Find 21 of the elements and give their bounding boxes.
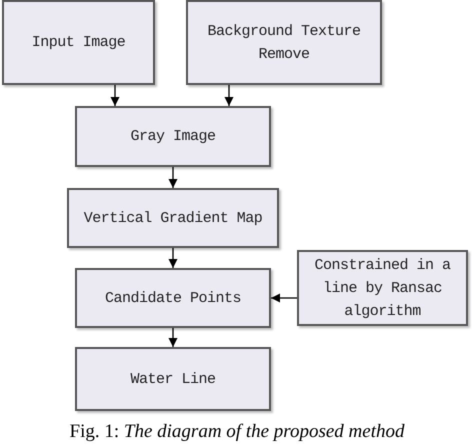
box-label: Input Image [32, 33, 126, 53]
caption: Fig. 1: The diagram of the proposed method [68, 420, 406, 444]
arrow [168, 248, 178, 268]
box-label: Constrained in a line by Ransac algorithm [313, 256, 452, 322]
process-box [75, 106, 271, 167]
arrow [110, 85, 120, 106]
box-label: Gray Image [130, 127, 216, 147]
box-label: Candidate Points [104, 288, 242, 308]
arrow [224, 85, 234, 106]
process-box [186, 0, 382, 85]
arrow [168, 167, 178, 188]
process-box [75, 347, 271, 411]
box-label: Background Texture Remove [206, 22, 362, 64]
arrow [168, 328, 178, 347]
process-box [75, 268, 271, 328]
process-box [297, 250, 468, 326]
process-box [67, 188, 279, 248]
process-box [2, 0, 155, 85]
box-label: Water Line [130, 370, 216, 390]
arrow [271, 293, 297, 303]
box-label: Vertical Gradient Map [84, 208, 262, 228]
